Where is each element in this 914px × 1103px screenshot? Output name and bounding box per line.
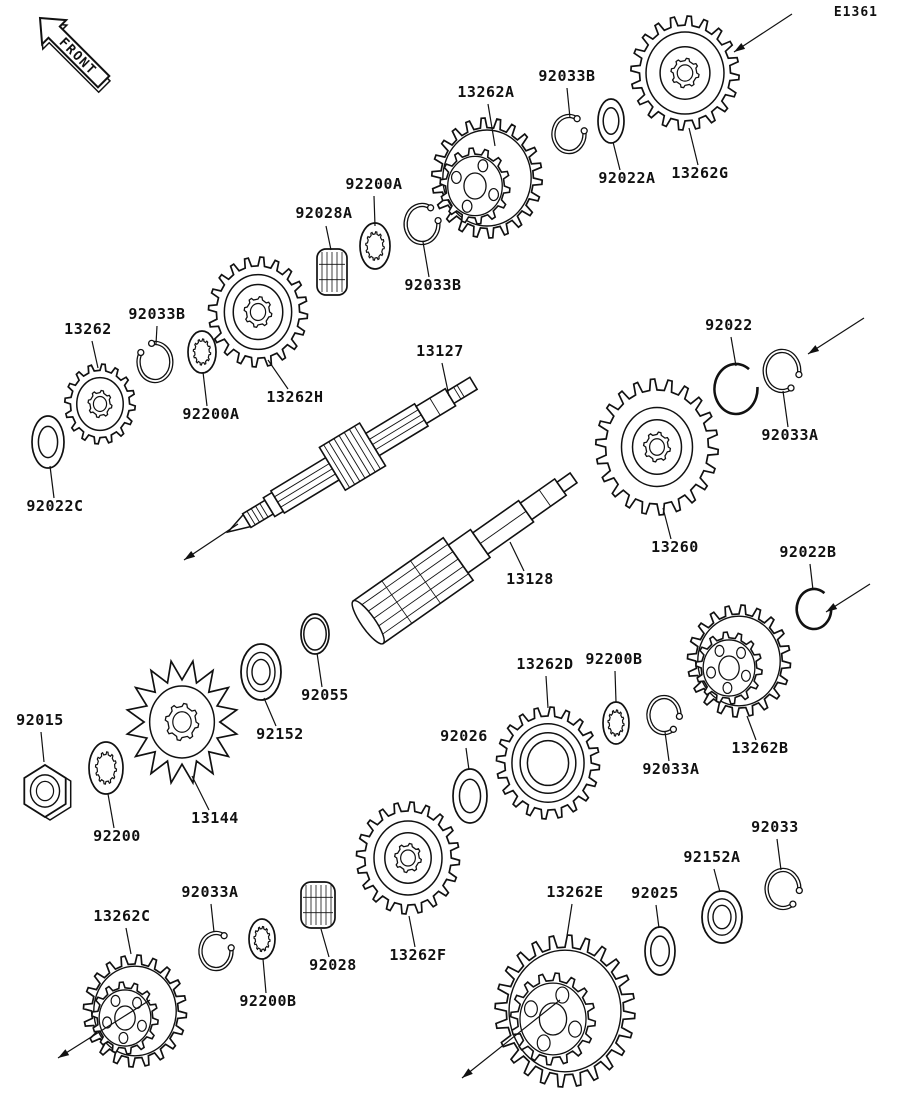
part-label: 13144 (191, 809, 239, 827)
gear-13260 (594, 378, 720, 516)
output-shaft-13128 (351, 471, 579, 645)
gear-13262F (355, 801, 461, 915)
part-label: 92028A (295, 204, 352, 222)
part-label: 92026 (440, 727, 488, 745)
part-label: 92022C (26, 497, 83, 515)
part-label: 92152 (256, 725, 304, 743)
parts-layer (23, 15, 833, 1088)
washer-92022C (31, 415, 65, 469)
snap-ring-92022 (713, 362, 759, 416)
part-label: 92025 (631, 884, 679, 902)
part-label: 92033B (538, 67, 595, 85)
part-label: 13262C (93, 907, 150, 925)
gear-13262 (63, 363, 137, 445)
gear-13262E (494, 934, 636, 1088)
bearing-92152 (240, 643, 282, 701)
part-label: 92033 (751, 818, 799, 836)
part-label: 92200A (345, 175, 402, 193)
gear-13262H (207, 256, 309, 368)
doc-code: E1361 (834, 5, 878, 20)
front-arrow: FRONT (38, 16, 112, 94)
part-label: 92033A (181, 883, 238, 901)
circlip-92033B-mid (403, 202, 442, 246)
part-label: 92015 (16, 711, 64, 729)
needle-bearing-92028A (316, 248, 348, 296)
part-label: 13262D (516, 655, 573, 673)
part-label: 13262E (546, 883, 603, 901)
front-arrow-depth (39, 22, 112, 94)
part-label: 92200A (182, 405, 239, 423)
washer-92026 (452, 768, 488, 824)
circlip-92033 (764, 867, 803, 911)
circlip-92033B-left (136, 339, 174, 384)
splined-washer-92200B-bottom (248, 918, 276, 960)
gear-13262B (686, 604, 792, 718)
snap-ring-92022B (795, 587, 833, 631)
part-label: 13260 (651, 538, 699, 556)
splined-washer-92200B (602, 701, 630, 745)
part-label: 92022 (705, 316, 753, 334)
part-label: 13262H (266, 388, 323, 406)
part-label: 92055 (301, 686, 349, 704)
part-label: 13262 (64, 320, 112, 338)
part-label: 92033B (128, 305, 185, 323)
circlip-92033A-right (762, 348, 803, 394)
circlip-92033A-bottom (198, 930, 235, 972)
washer-92022A (597, 98, 625, 144)
part-label: 13262A (457, 83, 514, 101)
nut-92015 (23, 763, 72, 821)
part-label: 92022B (779, 543, 836, 561)
needle-bearing-92028 (300, 881, 336, 929)
part-label: 92028 (309, 956, 357, 974)
input-shaft-13127 (225, 376, 479, 534)
gear-13262C (82, 954, 188, 1068)
part-label: 92200B (239, 992, 296, 1010)
oring-92055 (300, 613, 330, 655)
circlip-92033A-mid (646, 694, 684, 736)
gear-13262A (430, 117, 544, 239)
part-label: 13262G (671, 164, 728, 182)
part-label: 92152A (683, 848, 740, 866)
part-label: 92033B (404, 276, 461, 294)
gear-13262G (630, 15, 740, 131)
bearing-92152A (701, 890, 743, 944)
front-arrow-body (38, 16, 111, 89)
part-label: 13262F (389, 946, 446, 964)
splined-washer-92200A-left (187, 330, 217, 374)
part-label: 13262B (731, 739, 788, 757)
gear-13144 (125, 658, 239, 786)
gear-13262D (495, 706, 601, 820)
front-arrow-label: FRONT (56, 35, 100, 79)
labels-layer: 13262A 92033B 92022A 13262G 92200A 92028A 9203… (16, 67, 836, 1010)
leaders-layer (40, 13, 871, 1079)
part-label: 92200 (93, 827, 141, 845)
part-label: 13127 (416, 342, 464, 360)
part-label: 92022A (598, 169, 655, 187)
washer-92025 (644, 926, 676, 976)
part-label: 92033A (761, 426, 818, 444)
part-label: 92033A (642, 760, 699, 778)
part-label: 92200B (585, 650, 642, 668)
circlip-92033B-top (551, 113, 588, 155)
toothed-washer-92200 (88, 741, 124, 795)
part-label: 13128 (506, 570, 554, 588)
splined-washer-92200A (359, 222, 391, 270)
